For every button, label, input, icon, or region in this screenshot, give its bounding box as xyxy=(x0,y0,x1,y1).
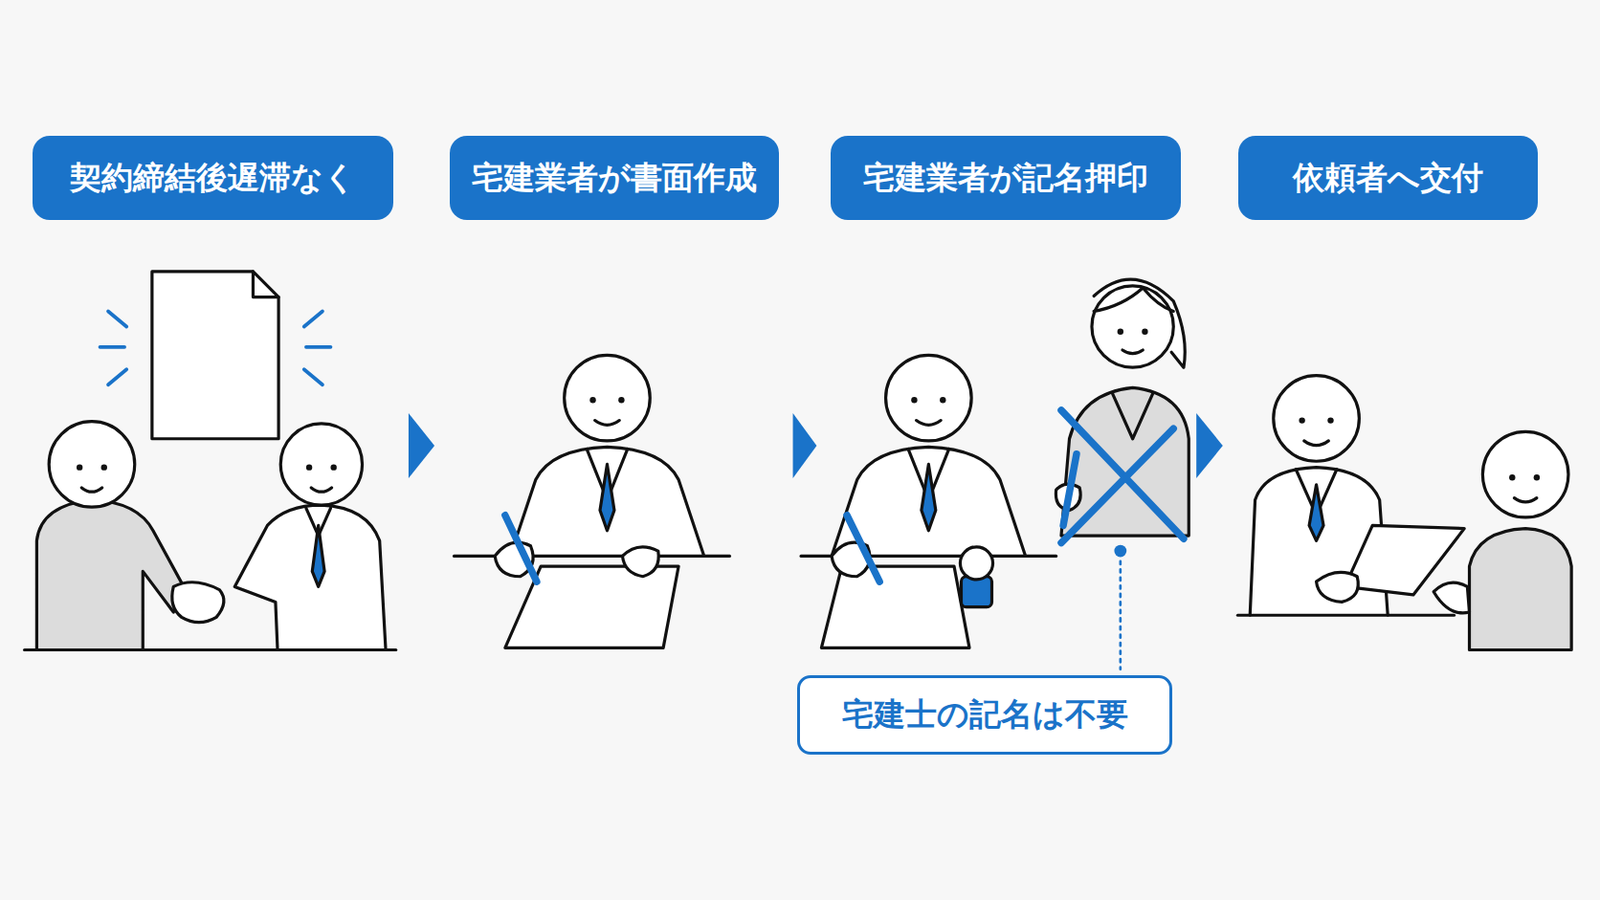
flow-arrow xyxy=(408,413,435,479)
writing-scene xyxy=(454,355,731,648)
arrow-head xyxy=(793,413,818,479)
step-box: 依頼者へ交付 xyxy=(1238,135,1538,221)
node-text: 契約締結後遅滞なく xyxy=(69,156,356,200)
node-text: 宅建士の記名は不要 xyxy=(842,693,1129,737)
step-box: 宅建業者が書面作成 xyxy=(449,135,779,221)
step-box: 契約締結後遅滞なく xyxy=(32,135,394,221)
node-text: 宅建業者が書面作成 xyxy=(471,156,757,200)
node-text: 宅建業者が記名押印 xyxy=(863,156,1149,200)
handover-scene xyxy=(1237,376,1572,651)
flow-arrow xyxy=(1196,413,1223,479)
flow-arrow xyxy=(793,413,818,479)
contract-scene xyxy=(24,271,397,651)
callout-box: 宅建士の記名は不要 xyxy=(797,675,1173,756)
step-box: 宅建業者が記名押印 xyxy=(830,135,1181,221)
arrow-head xyxy=(1196,413,1223,479)
signing-scene xyxy=(800,279,1189,670)
node-text: 依頼者へ交付 xyxy=(1292,156,1484,200)
arrow-head xyxy=(408,413,435,479)
